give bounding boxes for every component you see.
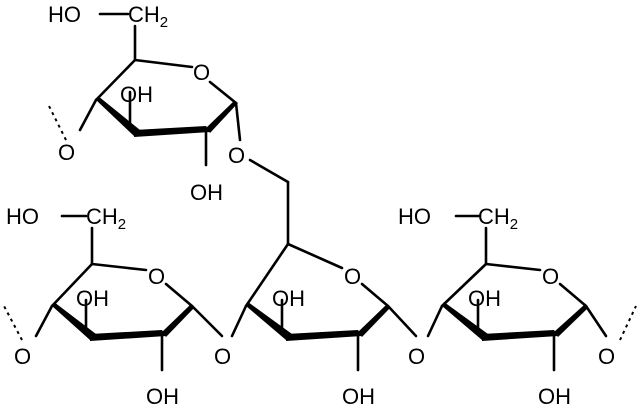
bond — [584, 304, 608, 338]
bond — [50, 262, 94, 308]
bond — [133, 58, 194, 69]
bond — [440, 262, 488, 308]
hydroxyl-label: OH — [468, 286, 501, 311]
bond — [360, 282, 390, 308]
wedge-bond — [442, 302, 488, 340]
continuation-bond — [47, 103, 67, 141]
wedge-bond — [554, 305, 588, 337]
bond — [244, 242, 290, 308]
ring-oxygen-label: O — [193, 60, 210, 85]
linkage-oxygen-label: O — [214, 344, 231, 369]
linkage-oxygen-label: O — [228, 143, 245, 168]
ch2-label: CH2 — [128, 2, 168, 31]
wedge-bond — [162, 305, 194, 337]
hydroxyl-label: OH — [342, 384, 375, 409]
ring-oxygen-label: O — [542, 264, 559, 289]
continuation-bond — [3, 305, 23, 341]
wedge-bond — [90, 330, 166, 341]
hydroxyl-label: OH — [76, 286, 109, 311]
ch2-label: CH2 — [86, 204, 126, 233]
wedge-bond — [206, 101, 238, 133]
wedge-bond — [358, 305, 390, 337]
bond — [286, 242, 344, 270]
hydroxyl-label: OH — [190, 180, 223, 205]
linkage-oxygen-label: O — [58, 140, 75, 165]
wedge-bond — [286, 330, 362, 341]
bond — [230, 304, 248, 338]
ho-label: HO — [398, 204, 431, 229]
bond — [234, 101, 242, 142]
top-ring — [47, 12, 242, 167]
bond — [208, 80, 238, 105]
bond — [90, 262, 148, 272]
ho-label: HO — [6, 204, 39, 229]
wedge-bond — [134, 126, 210, 137]
linkage-oxygen-label: O — [14, 344, 31, 369]
bond — [34, 304, 54, 338]
middle-ring — [230, 242, 418, 372]
bond — [78, 98, 98, 132]
bond — [558, 282, 588, 308]
ring-oxygen-label: O — [344, 264, 361, 289]
linkage-oxygen-label: O — [598, 344, 615, 369]
hydroxyl-label: OH — [120, 82, 153, 107]
wedge-bond — [482, 330, 558, 341]
linkage-oxygen-label: O — [408, 344, 425, 369]
wedge-bond — [246, 302, 292, 340]
ring-oxygen-label: O — [148, 264, 165, 289]
bond — [164, 282, 194, 308]
hydroxyl-label: OH — [146, 384, 179, 409]
bond — [484, 262, 542, 272]
ho-label: HO — [48, 2, 81, 27]
bond — [248, 158, 290, 184]
ch2-label: CH2 — [478, 204, 518, 233]
left-ring — [3, 214, 224, 372]
hydroxyl-label: OH — [272, 286, 305, 311]
bond — [426, 304, 444, 338]
bond — [94, 58, 137, 102]
continuation-bond — [619, 305, 637, 341]
bond — [190, 304, 224, 338]
right-ring — [426, 214, 637, 372]
bond — [386, 304, 418, 338]
hydroxyl-label: OH — [538, 384, 571, 409]
